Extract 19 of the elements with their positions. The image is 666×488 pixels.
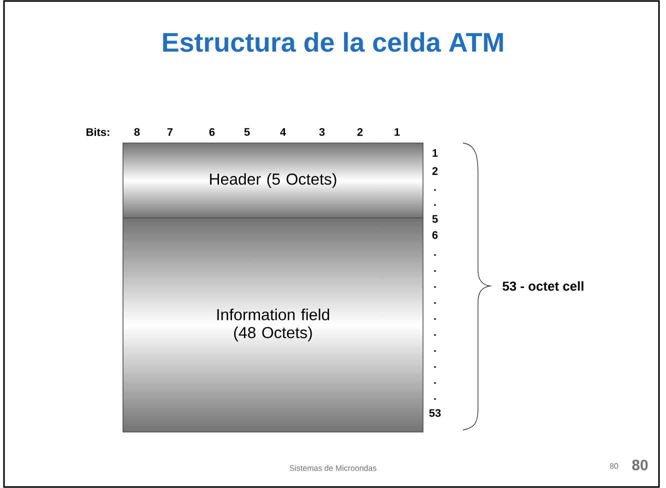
row-number: .: [434, 286, 436, 288]
row-number: .: [434, 318, 436, 320]
row-number: .: [434, 366, 436, 368]
row-number: 6: [432, 231, 438, 239]
slide-title: Estructura de la celda ATM: [163, 32, 503, 52]
row-number: .: [434, 302, 436, 304]
row-number: .: [434, 350, 436, 352]
row-number: .: [434, 382, 436, 384]
row-number: .: [434, 204, 436, 206]
page-number: 80: [632, 460, 648, 470]
axis-label: Bits:: [86, 128, 110, 136]
brace-label: 53 - octet cell: [502, 281, 584, 291]
row-number: .: [434, 334, 436, 336]
row-number: .: [434, 189, 436, 191]
row-number: .: [434, 270, 436, 272]
header-box: Header (5 Octets): [122, 142, 424, 218]
row-number: .: [434, 254, 436, 256]
row-number: 5: [432, 215, 438, 223]
row-number: .: [434, 398, 436, 400]
